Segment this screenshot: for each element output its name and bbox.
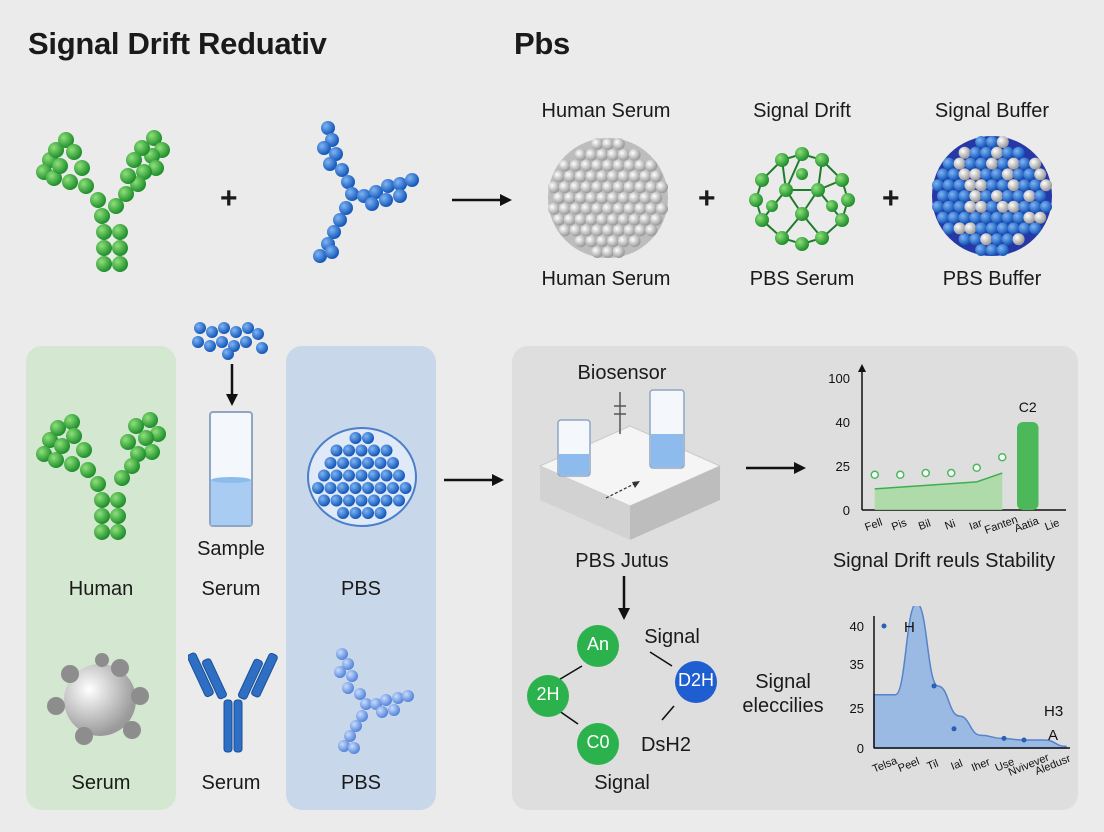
- blue-cluster-icon: [192, 322, 268, 360]
- label-pbs-serum: PBS Serum: [749, 268, 855, 290]
- label-human: Human: [68, 578, 134, 600]
- y-tick-label: 40: [836, 415, 850, 430]
- label-signal-top: Signal: [644, 626, 700, 648]
- title-left: Signal Drift Reduativ: [28, 26, 327, 61]
- label-signal-buffer: Signal Buffer: [934, 100, 1050, 122]
- signal-network: [527, 625, 717, 765]
- biosensor-title: Biosensor: [577, 362, 667, 384]
- gray-nanoparticle-icon: [548, 138, 668, 258]
- plus-sign-3: +: [882, 182, 900, 215]
- x-tick-label: Bil: [917, 517, 933, 532]
- node-2h-label: 2H: [536, 684, 560, 704]
- arrow-right-icon-2: [444, 474, 504, 486]
- x-tick-label: Pis: [890, 517, 909, 534]
- node-c0-label: C0: [586, 732, 610, 752]
- test-tube-icon: [209, 411, 253, 527]
- green-antibody-icon-2: [36, 412, 166, 540]
- arrow-down-icon-2: [618, 576, 630, 620]
- x-tick-label: Telsa: [871, 755, 900, 776]
- x-tick-label: Fell: [863, 517, 884, 534]
- data-point: [881, 623, 887, 629]
- label-signal-bottom: Signal: [594, 772, 650, 794]
- node-d2h-label: D2H: [677, 670, 714, 690]
- node-an: [577, 625, 619, 667]
- node-c0: [577, 723, 619, 765]
- blue-molecule-icon: [313, 121, 419, 263]
- data-point: [870, 470, 879, 480]
- label-sample: Sample: [197, 538, 265, 560]
- title-right: Pbs: [514, 26, 570, 61]
- y-tick-label: 40: [850, 619, 864, 634]
- x-tick-label: Iher: [970, 756, 992, 774]
- y-tick-label: 25: [850, 701, 864, 716]
- annotation-a: A: [1048, 727, 1058, 744]
- y-tick-label: 0: [843, 503, 850, 518]
- data-point: [931, 683, 937, 689]
- data-point: [896, 470, 905, 480]
- side-label: Signal eleccilies: [730, 670, 836, 718]
- arrow-right-icon: [452, 194, 512, 206]
- x-tick-label: Iar: [968, 517, 984, 533]
- data-point: [1021, 737, 1027, 743]
- y-axis-arrow: [858, 364, 866, 372]
- side-label-line1: Signal: [755, 671, 811, 693]
- annotation-c2: C2: [1019, 399, 1037, 415]
- y-tick-label: 25: [836, 459, 850, 474]
- plus-sign-2: +: [698, 182, 716, 215]
- antibody-outline-icon: [188, 652, 278, 753]
- node-2h: [527, 675, 569, 717]
- light-blue-molecule-icon: [334, 648, 414, 754]
- green-cage-icon: [749, 147, 855, 251]
- x-tick-label: Lie: [1043, 517, 1061, 533]
- label-serum-bottom-left: Serum: [71, 772, 131, 794]
- plus-sign: +: [220, 182, 238, 215]
- label-signal-drift: Signal Drift: [753, 100, 851, 122]
- label-pbs-mid: PBS: [340, 578, 382, 600]
- biosensor-device-icon: [538, 389, 722, 540]
- label-human-serum-top: Human Serum: [541, 100, 671, 122]
- arrow-down-icon: [226, 364, 238, 406]
- y-tick-label: 35: [850, 657, 864, 672]
- annotation-h3: H3: [1044, 703, 1063, 720]
- label-deh2: DsH2: [640, 734, 691, 756]
- data-point: [947, 468, 956, 478]
- area-series: [873, 606, 1067, 749]
- biosensor-caption: PBS Jutus: [575, 550, 669, 572]
- label-serum-mid: Serum: [201, 578, 261, 600]
- x-tick-label: Ni: [943, 518, 957, 533]
- annotation-h: H: [904, 619, 915, 636]
- node-d2h: [675, 661, 717, 703]
- side-label-line2: eleccilies: [742, 695, 824, 717]
- label-pbs-bottom: PBS: [340, 772, 382, 794]
- x-tick-label: Til: [925, 758, 940, 773]
- data-point: [951, 726, 957, 732]
- y-tick-label: 100: [828, 371, 850, 386]
- data-point: [998, 452, 1007, 462]
- green-antibody-icon: [36, 130, 170, 272]
- label-serum-bottom-mid: Serum: [201, 772, 261, 794]
- x-tick-label: Aatia: [1013, 515, 1041, 535]
- area-series: [874, 473, 1003, 510]
- bar-aatia: [1017, 422, 1039, 510]
- pbs-panel: [286, 346, 436, 810]
- blue-nanoparticle-icon: [932, 136, 1052, 256]
- node-an-label: An: [586, 634, 610, 654]
- data-point: [972, 463, 981, 473]
- pbs-cell-icon: [307, 427, 417, 527]
- data-point: [921, 468, 930, 478]
- y-tick-label: 0: [857, 741, 864, 756]
- arrow-right-icon-3: [746, 462, 806, 474]
- data-point: [1001, 735, 1007, 741]
- label-human-serum-bottom: Human Serum: [541, 268, 671, 290]
- x-tick-label: Peel: [896, 756, 921, 775]
- x-tick-label: Ial: [949, 757, 964, 772]
- label-pbs-buffer: PBS Buffer: [942, 268, 1042, 290]
- serum-protein-icon: [47, 653, 149, 745]
- area-line: [874, 472, 1003, 490]
- chart-stability-title: Signal Drift reuls Stability: [832, 550, 1056, 572]
